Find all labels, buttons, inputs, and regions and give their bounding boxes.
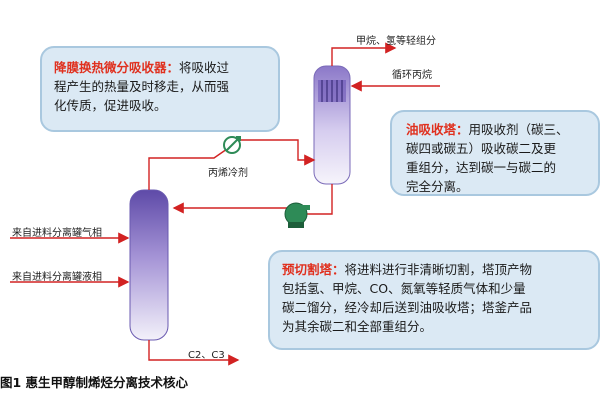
callout-line: 将吸收过 [179, 60, 230, 75]
membrane-absorber-callout: 降膜换热微分吸收器：将吸收过 程产生的热量及时移走，从而强 化传质，促进吸收。 [40, 46, 280, 132]
callout-title: 降膜换热微分吸收器： [54, 60, 180, 75]
cooler-icon [223, 136, 241, 154]
precut-callout: 预切割塔：将进料进行非清晰切割，塔顶产物 包括氢、甲烷、CO、氮氧等轻质气体和少… [268, 250, 600, 350]
callout-title: 油吸收塔： [406, 122, 469, 137]
propane-refrigerant-label: 丙烯冷剂 [208, 168, 248, 179]
callout-line: 包括氢、甲烷、CO、氮氧等轻质气体和少量 [282, 281, 526, 296]
falling-film-tubes [318, 80, 346, 102]
callout-line: 程产生的热量及时移走，从而强 [54, 79, 230, 94]
precut-column [129, 189, 169, 341]
bottom-product-label: C2、C3 [188, 350, 225, 361]
callout-line: 碳二馏分，经冷却后送到油吸收塔；塔釜产品 [282, 300, 533, 315]
recycle-propane-label: 循环丙烷 [392, 70, 432, 81]
feed-gas-label: 来自进料分离罐气相 [12, 228, 102, 239]
callout-line: 完全分离。 [406, 179, 469, 194]
callout-line: 将进料进行非清晰切割，塔顶产物 [344, 262, 533, 277]
pump-icon [284, 202, 310, 228]
callout-title: 预切割塔： [282, 262, 345, 277]
oil-absorber-callout: 油吸收塔：用吸收剂（碳三、 碳四或碳五）吸收碳二及更 重组分，达到碳一与碳二的 … [390, 110, 600, 196]
figure-caption: 图1 惠生甲醇制烯烃分离技术核心 [0, 375, 189, 390]
absorber-bottom-line [306, 184, 333, 215]
top-product-line [331, 42, 397, 66]
callout-line: 重组分，达到碳一与碳二的 [406, 160, 557, 175]
oil-absorber-column [313, 65, 351, 185]
callout-line: 碳四或碳五）吸收碳二及更 [406, 141, 557, 156]
top-product-label: 甲烷、氢等轻组分 [356, 36, 436, 47]
callout-line: 化传质，促进吸收。 [54, 98, 167, 113]
feed-liquid-label: 来自进料分离罐液相 [12, 272, 102, 283]
bottom-product-line [148, 340, 240, 366]
callout-line: 用吸收剂（碳三、 [468, 122, 569, 137]
pipes [10, 42, 440, 366]
callout-line: 为其余碳二和全部重组分。 [282, 319, 433, 334]
